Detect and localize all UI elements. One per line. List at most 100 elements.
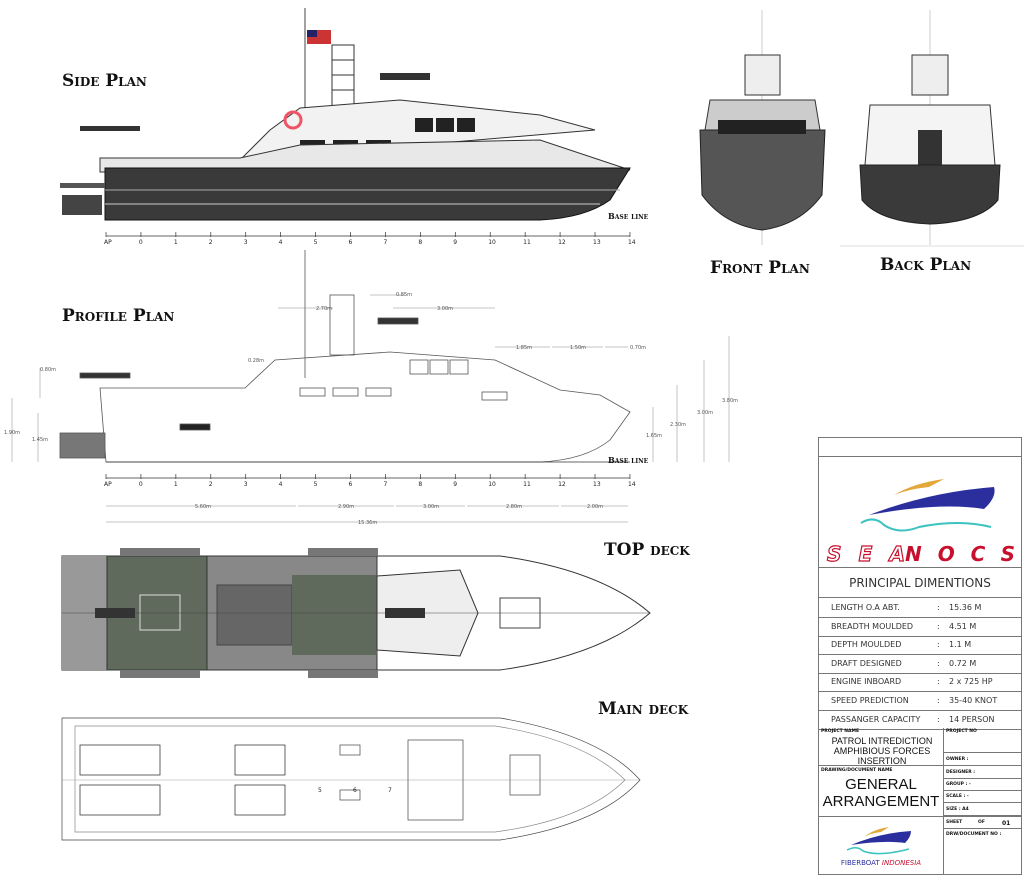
station-label: 3 [244, 239, 248, 246]
station-label: 14 [628, 239, 636, 246]
station-label: 4 [279, 239, 283, 246]
dim-label: 1.50m [570, 345, 586, 351]
dim-label: 2.80m [506, 504, 522, 510]
back-plan-view [859, 10, 1001, 245]
dim-label: 5.60m [195, 504, 211, 510]
principal-dimension-row: DRAFT DESIGNED:0.72 M [819, 654, 1021, 674]
station-label: 13 [593, 239, 601, 246]
profile-base-line-label: Base line [608, 455, 649, 465]
front-plan-title: Front Plan [710, 258, 810, 278]
dimension-value: 14 PERSON [949, 714, 995, 724]
dimension-value: 4.51 M [949, 621, 977, 631]
company-section: FIBERBOAT INDONESIA SHEET OF 01 DRW/DOCU… [819, 816, 1021, 877]
main-deck-frame-number: 6 [353, 787, 357, 794]
lifebuoy-icon [283, 110, 303, 130]
principal-dimensions-title: PRINCIPAL DIMENTIONS [819, 568, 1021, 598]
station-label: 2 [209, 239, 213, 246]
principal-dimension-row: PASSANGER CAPACITY:14 PERSON [819, 710, 1021, 730]
station-label: 1 [174, 239, 178, 246]
station-label: 11 [523, 239, 531, 246]
station-label: 12 [558, 239, 566, 246]
dimension-value: 1.1 M [949, 640, 972, 650]
seanocs-logo-graphic: SEA NOCS [826, 479, 1015, 567]
dim-label: 3.00m [423, 504, 439, 510]
dimension-label: ENGINE INBOARD [831, 677, 902, 687]
dimension-label: LENGTH O.A ABT. [831, 603, 900, 612]
svg-text:NOCS: NOCS [905, 542, 1015, 566]
designer-field: DESIGNER : [946, 770, 976, 775]
dim-label: 2.90m [338, 504, 354, 510]
dimension-colon: : [937, 677, 940, 687]
dim-label: 1.85m [516, 345, 532, 351]
dim-label: 0.28m [248, 358, 264, 364]
main-deck-title: Main deck [598, 699, 689, 719]
project-name-label: PROJECT NAME [821, 729, 860, 734]
project-name-cell: PROJECT NAME PATROL INTREDICTION AMPHIBI… [819, 728, 943, 766]
dim-label: 3.00m [437, 306, 453, 312]
project-info-section: PROJECT NO OWNER : DESIGNER : GROUP : - … [944, 728, 1021, 816]
dimension-colon: : [937, 658, 940, 668]
dimension-value: 15.36 M [949, 603, 982, 612]
dim-label: 2.30m [670, 422, 686, 428]
dimension-value: 0.72 M [949, 658, 977, 668]
dimension-value: 35-40 KNOT [949, 696, 998, 705]
top-deck-title: TOP deck [604, 540, 690, 560]
station-label: 8 [418, 239, 422, 246]
station-label: 0 [139, 481, 143, 488]
side-base-line-label: Base line [608, 211, 649, 221]
sheet-total: 01 [1002, 820, 1011, 827]
station-label: AP [104, 481, 112, 488]
project-name: PATROL INTREDICTION AMPHIBIOUS FORCES IN… [831, 736, 933, 766]
main-deck-frame-number: 5 [318, 787, 322, 794]
project-section: PROJECT NAME PATROL INTREDICTION AMPHIBI… [819, 728, 944, 816]
dim-label: 1.65m [646, 433, 662, 439]
station-label: 5 [314, 239, 318, 246]
profile-plan-title: Profile Plan [62, 306, 174, 326]
scale-field: SCALE : - [946, 794, 969, 799]
dim-label: 3.80m [722, 398, 738, 404]
station-label: 6 [349, 481, 353, 488]
side-plan-boat [60, 8, 631, 221]
main-deck-frame-number: 7 [388, 787, 392, 794]
station-label: 8 [418, 481, 422, 488]
title-block: SEA NOCS PRINCIPAL DIMENTIONS LENGTH O.A… [818, 437, 1022, 875]
main-deck-view [61, 717, 641, 841]
station-label: 12 [558, 481, 566, 488]
dim-label: 2.00m [587, 504, 603, 510]
profile-dimensions [11, 294, 730, 523]
title-block-header [819, 438, 1021, 457]
principal-dimension-row: SPEED PREDICTION:35-40 KNOT [819, 691, 1021, 711]
side-plan-title: Side Plan [62, 71, 147, 91]
dim-label: 0.70m [630, 345, 646, 351]
principal-dimension-row: ENGINE INBOARD:2 x 725 HP [819, 672, 1021, 693]
station-label: 10 [488, 239, 496, 246]
group-field: GROUP : - [946, 782, 971, 787]
svg-text:SEA: SEA [827, 542, 905, 566]
station-label: 2 [209, 481, 213, 488]
dim-label: 1.45m [32, 437, 48, 443]
document-no-field: DRW/DOCUMENT NO : [946, 832, 1002, 837]
dim-label: 2.70m [316, 306, 332, 312]
gun-icon [380, 73, 430, 80]
dim-label: 1.90m [4, 430, 20, 436]
station-label: AP [104, 239, 112, 246]
sheet-of-label: OF [978, 820, 985, 825]
dim-label: 0.85m [396, 292, 412, 298]
company-name: FIBERBOAT [840, 859, 880, 867]
drawing-name-line-1: GENERAL [845, 776, 917, 793]
seanocs-logo: SEA NOCS [819, 457, 1021, 568]
dim-label: 15.36m [358, 520, 377, 526]
size-field: SIZE : A4 [946, 807, 969, 812]
station-label: 13 [593, 481, 601, 488]
station-label: 6 [349, 239, 353, 246]
dimension-colon: : [937, 621, 940, 631]
dimension-label: DRAFT DESIGNED [831, 658, 902, 668]
drawing-name-label: DRAWING/DOCUMENT NAME [821, 768, 893, 773]
dim-label: 3.00m [697, 410, 713, 416]
station-label: 7 [383, 481, 387, 488]
principal-dimension-row: LENGTH O.A ABT.:15.36 M [819, 598, 1021, 618]
station-label: 14 [628, 481, 636, 488]
